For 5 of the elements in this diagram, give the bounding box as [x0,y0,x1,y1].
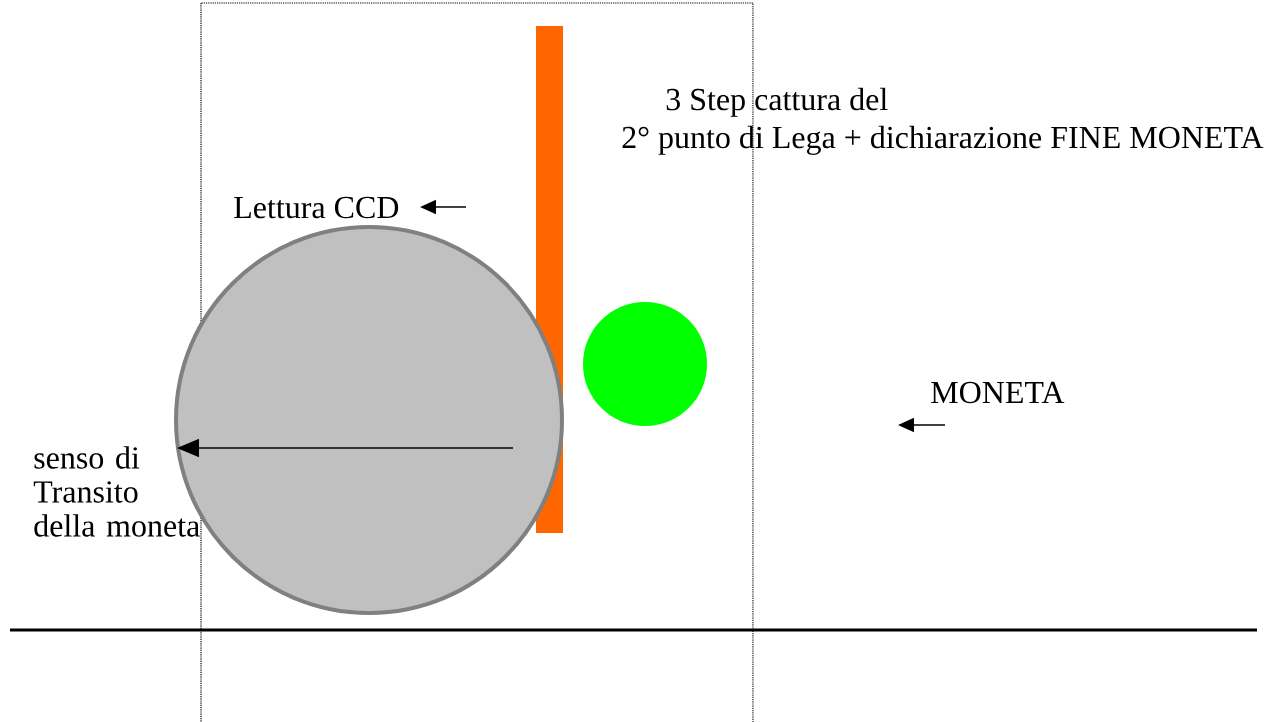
reading-label: Lettura CCD [234,196,399,219]
direction-note: senso di Transito della moneta [33,446,200,537]
annotation-text: 2° punto di Lega + dichiarazione FINE MONETA [622,125,1264,155]
coin-label: MONETA [931,381,1065,404]
annotation-text: 3 Step cattura del [666,87,888,117]
